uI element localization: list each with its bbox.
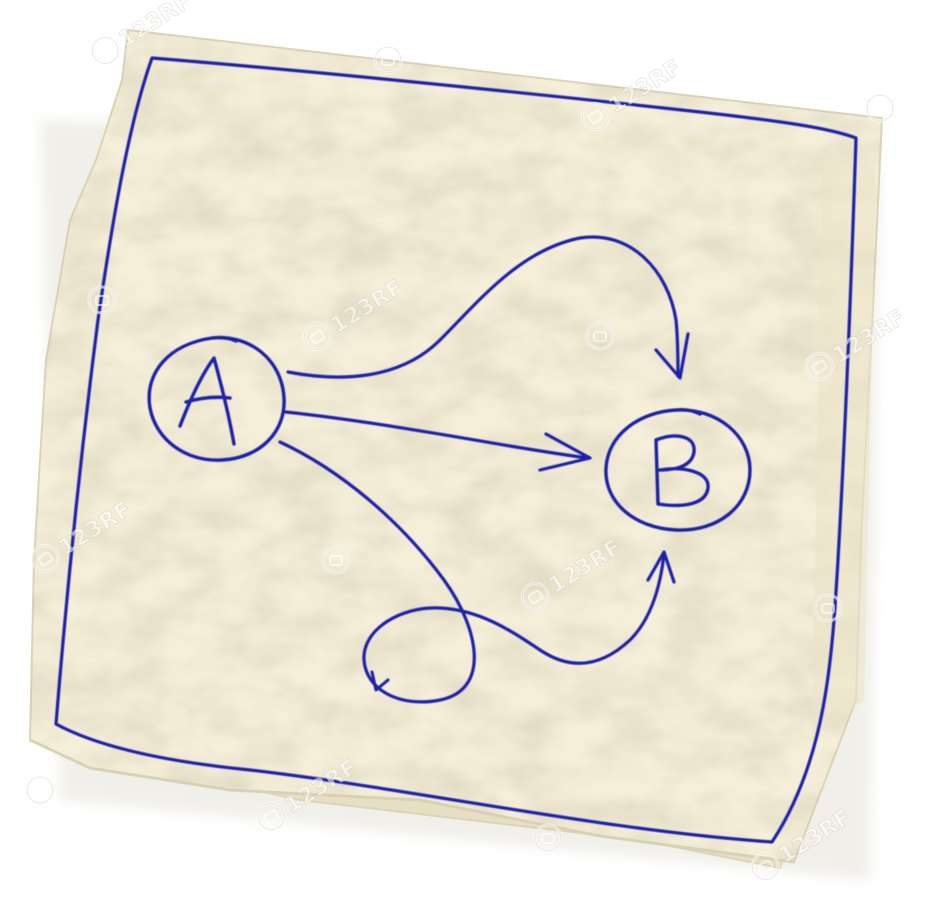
arrow-lower-loop bbox=[278, 440, 666, 704]
arrowhead-lower bbox=[646, 550, 676, 584]
node-a-circle bbox=[147, 335, 286, 462]
node-a-letter bbox=[178, 356, 236, 446]
ink-drawing: A B bbox=[54, 56, 858, 844]
watermark-camera-icon bbox=[25, 775, 55, 805]
arrow-upper-arch bbox=[286, 235, 680, 379]
napkin-texture bbox=[30, 30, 882, 862]
napkin-fold-edge bbox=[29, 738, 795, 864]
arrowhead-upper bbox=[654, 332, 690, 380]
arrowhead-loop-tail bbox=[370, 670, 390, 692]
node-b-circle bbox=[604, 408, 752, 532]
arrowhead-direct bbox=[538, 432, 592, 472]
arrow-direct bbox=[284, 410, 590, 460]
node-b-letter bbox=[654, 434, 710, 508]
drawn-frame bbox=[54, 56, 858, 844]
